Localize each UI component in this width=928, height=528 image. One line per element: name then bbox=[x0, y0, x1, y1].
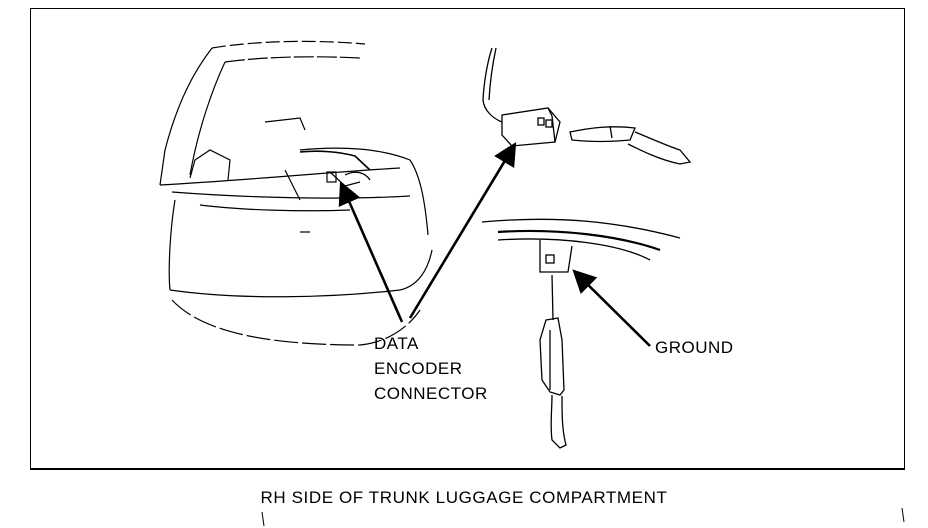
label-ground: GROUND bbox=[655, 338, 734, 357]
car-trunk-drawing bbox=[159, 40, 433, 346]
ground-drawing bbox=[481, 218, 681, 449]
arrow-to-connector-detail bbox=[408, 141, 517, 319]
arrow-to-car-connector bbox=[338, 180, 404, 323]
callout-arrows bbox=[338, 141, 651, 347]
caption-mark-right bbox=[901, 507, 905, 523]
figure-caption: RH SIDE OF TRUNK LUGGAGE COMPARTMENT bbox=[260, 488, 668, 507]
arrow-to-ground bbox=[572, 269, 651, 347]
label-connector: CONNECTOR bbox=[374, 384, 488, 403]
label-encoder: ENCODER bbox=[374, 359, 463, 378]
connector-drawing bbox=[482, 47, 692, 165]
label-data: DATA bbox=[374, 334, 419, 353]
caption-mark-left bbox=[261, 511, 265, 527]
figure-frame bbox=[30, 8, 905, 470]
